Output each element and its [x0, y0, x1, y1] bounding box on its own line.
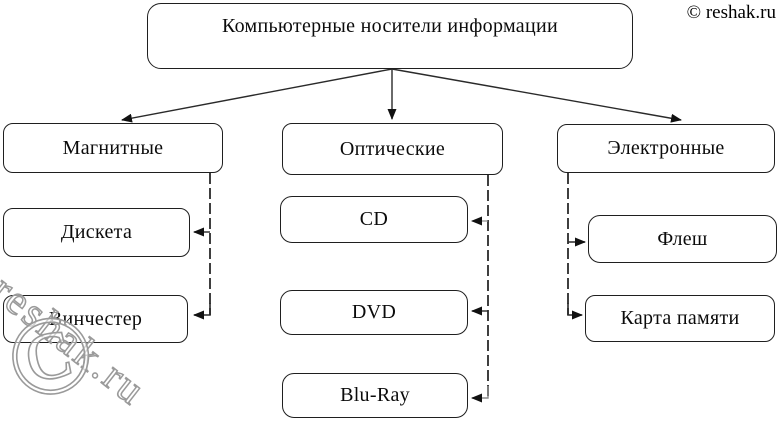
node-winchester: Винчестер: [3, 295, 188, 343]
edge-optical-to-bluray: [471, 386, 489, 403]
node-root: Компьютерные носители информации: [147, 3, 633, 69]
node-cd: CD: [280, 196, 468, 243]
edge-root-to-electronic: [391, 68, 682, 123]
edge-electronic-to-memory-card: [567, 303, 583, 320]
node-magnetic: Магнитные: [3, 123, 223, 173]
node-bluray: Blu-Ray: [282, 373, 468, 418]
node-electronic: Электронные: [557, 124, 775, 173]
node-memory-card: Карта памяти: [585, 295, 775, 342]
node-diskette: Дискета: [3, 208, 190, 257]
edge-root-to-magnetic: [121, 68, 393, 123]
node-flash: Флеш: [588, 215, 777, 263]
watermark-top-right: © reshak.ru: [686, 2, 776, 23]
edge-magnetic-to-winchester: [193, 303, 211, 320]
node-optical: Оптические: [282, 123, 503, 175]
node-dvd: DVD: [280, 290, 468, 335]
